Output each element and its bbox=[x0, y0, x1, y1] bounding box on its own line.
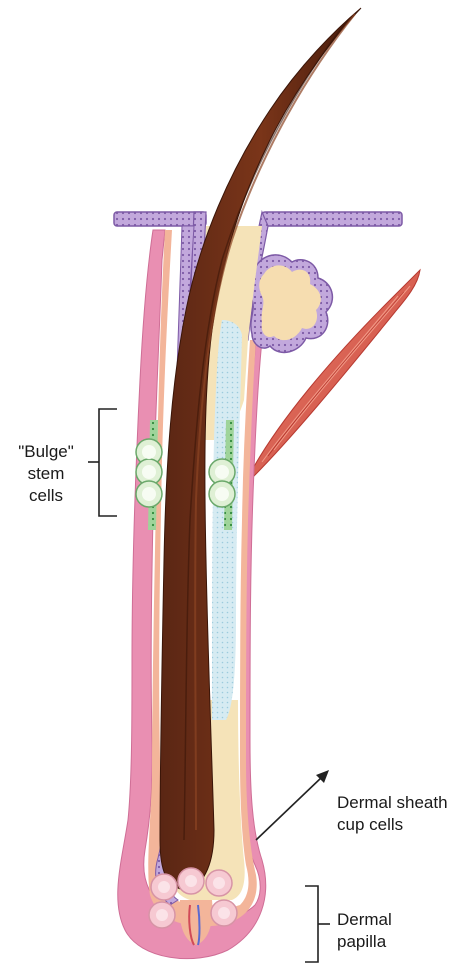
bracket-icon bbox=[88, 409, 117, 516]
bracket-icon bbox=[305, 886, 330, 962]
epidermis-surface bbox=[114, 212, 402, 226]
bulge-stem-cells-label: "Bulge" stem cells bbox=[4, 441, 88, 507]
arrow-icon bbox=[256, 770, 329, 840]
sebaceous-gland bbox=[248, 255, 332, 353]
dermal-papilla-label: Dermal papilla bbox=[337, 909, 457, 953]
hair-shaft bbox=[160, 8, 361, 890]
dermal-sheath-cup-cells-label: Dermal sheath cup cells bbox=[337, 792, 468, 836]
